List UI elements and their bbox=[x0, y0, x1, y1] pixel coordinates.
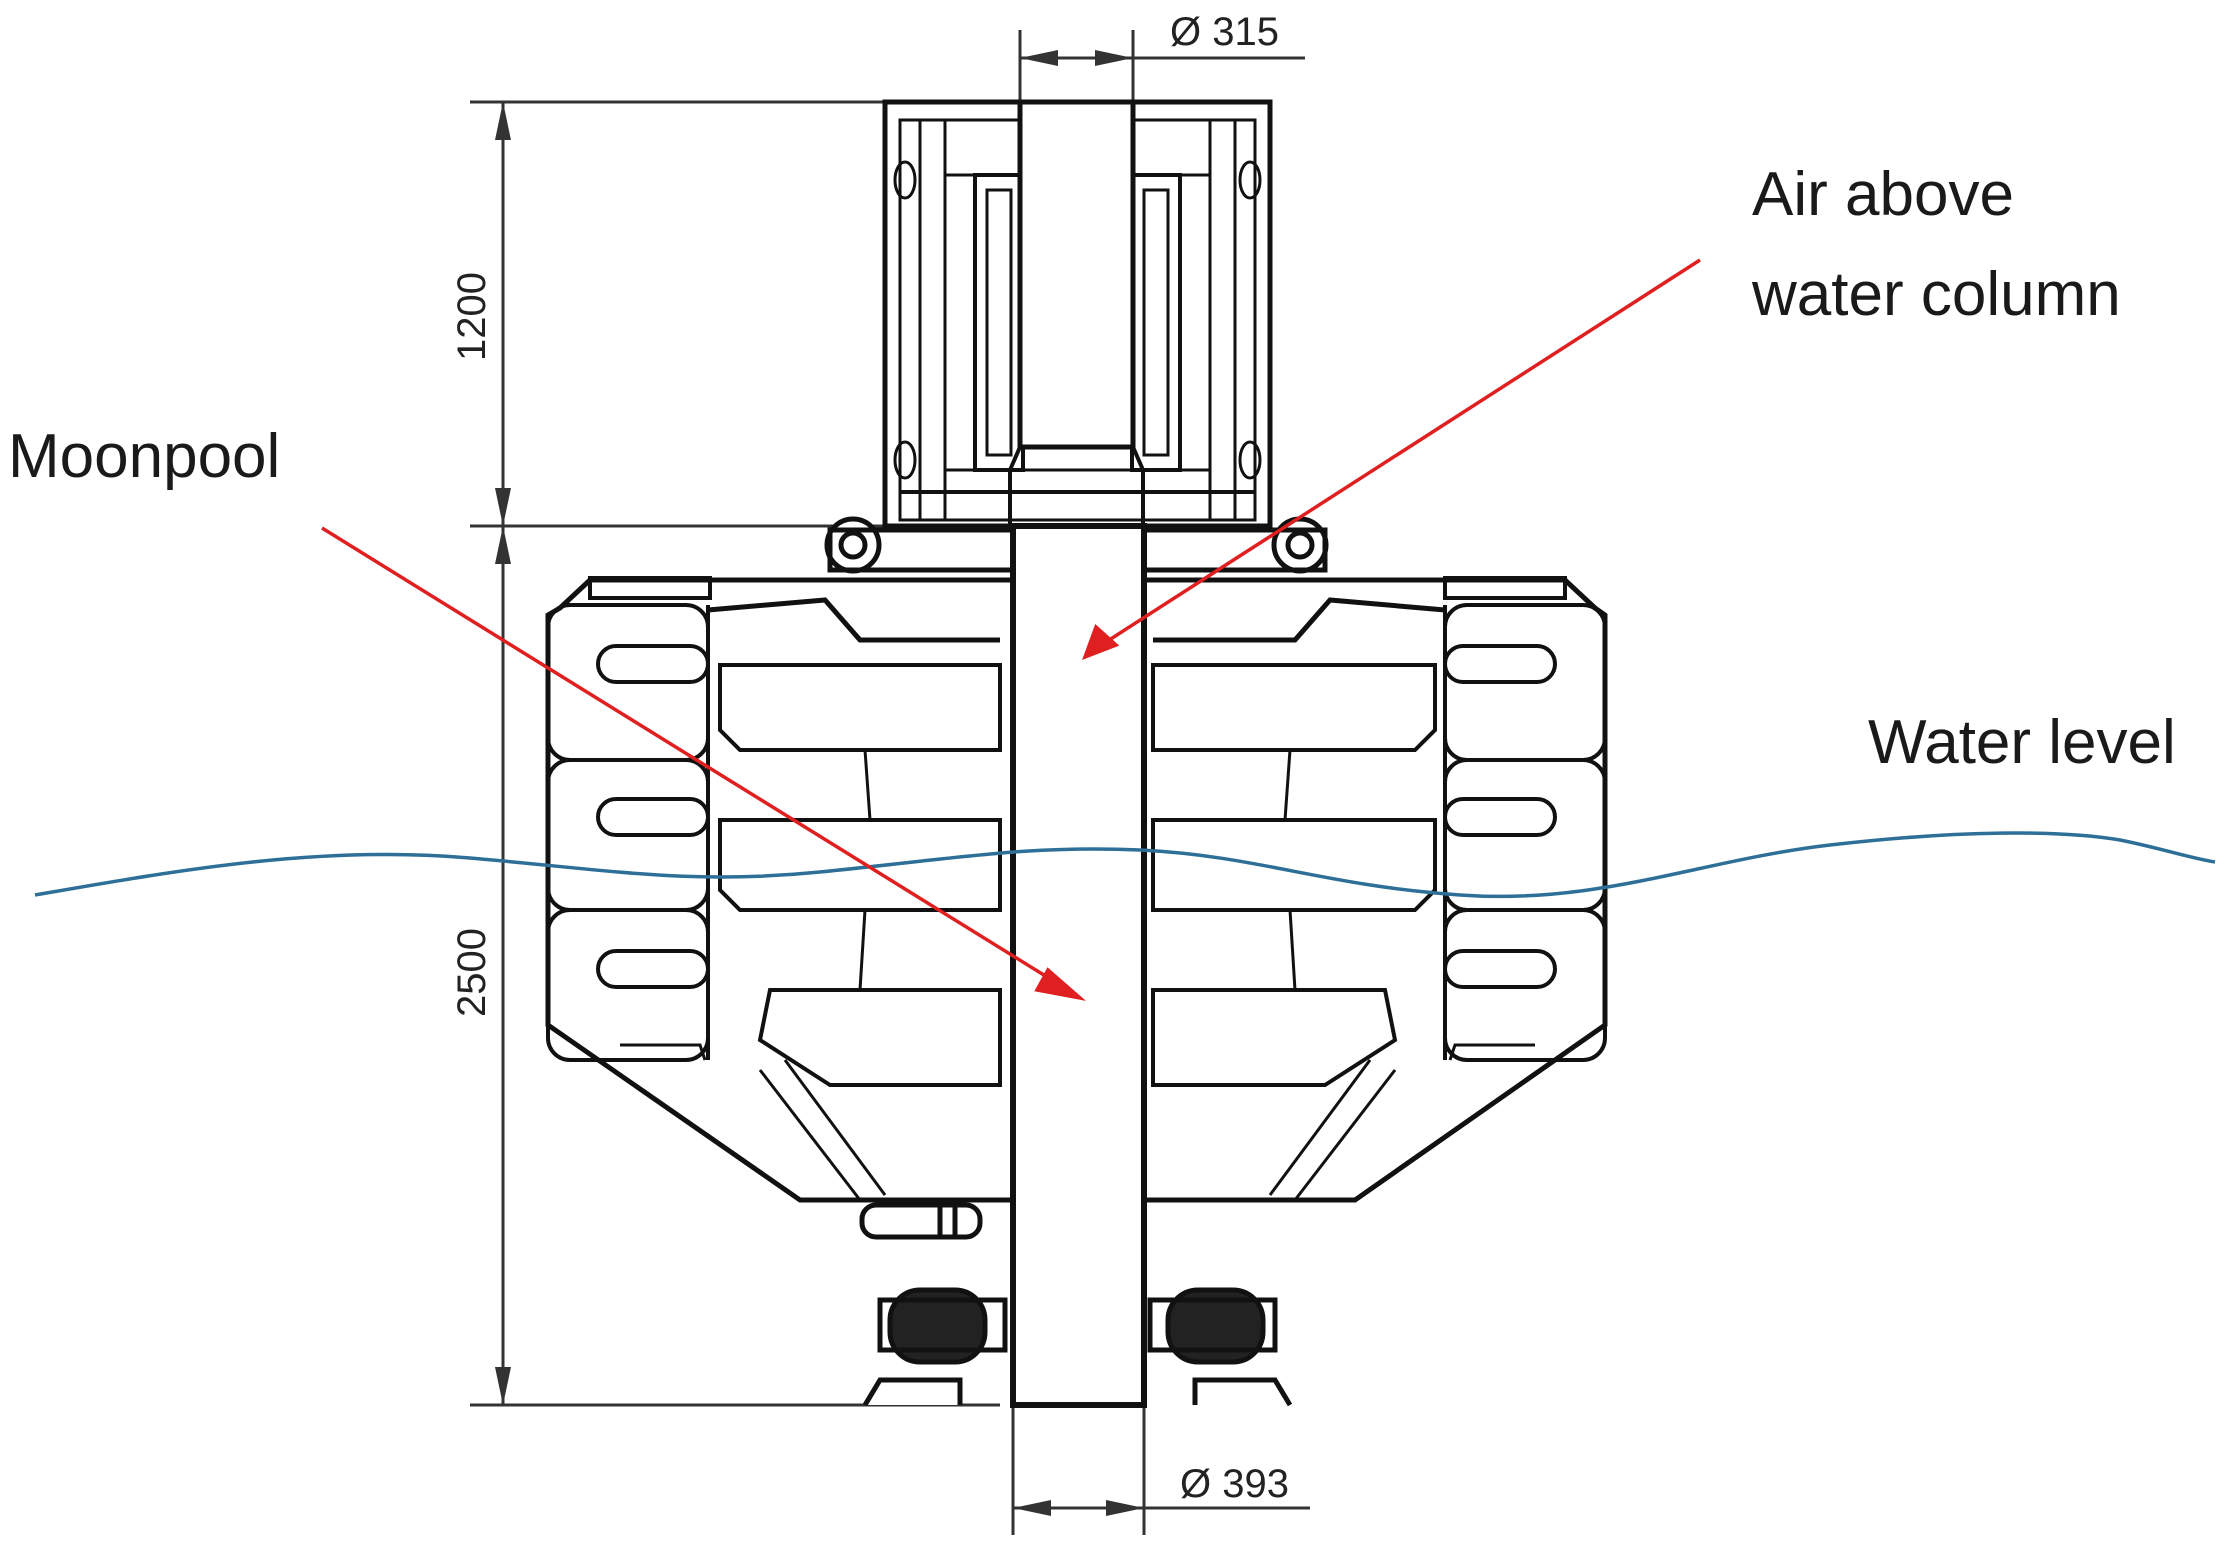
upper-height-label: 1200 bbox=[449, 272, 494, 361]
moonpool-label: Moonpool bbox=[8, 422, 281, 491]
lower-height-label: 2500 bbox=[449, 928, 494, 1017]
arrow-head-air bbox=[1082, 623, 1120, 661]
upper-module bbox=[882, 99, 1273, 529]
air-label-line2: water column bbox=[1752, 260, 2121, 329]
dimension-lines bbox=[470, 30, 1310, 1535]
water-level-line bbox=[34, 831, 2216, 899]
float-body bbox=[545, 527, 1608, 1203]
arrow-head-moonpool bbox=[1034, 967, 1086, 1001]
air-label-line1: Air above bbox=[1752, 160, 2014, 229]
moonpool-tube bbox=[1010, 523, 1147, 1408]
top-diameter-label: Ø 315 bbox=[1170, 10, 1279, 54]
bottom-diameter-label: Ø 393 bbox=[1180, 1462, 1289, 1506]
bottom-fittings bbox=[859, 1202, 1293, 1407]
annotation-arrows bbox=[321, 258, 1701, 1001]
water-level-label: Water level bbox=[1868, 708, 2176, 777]
